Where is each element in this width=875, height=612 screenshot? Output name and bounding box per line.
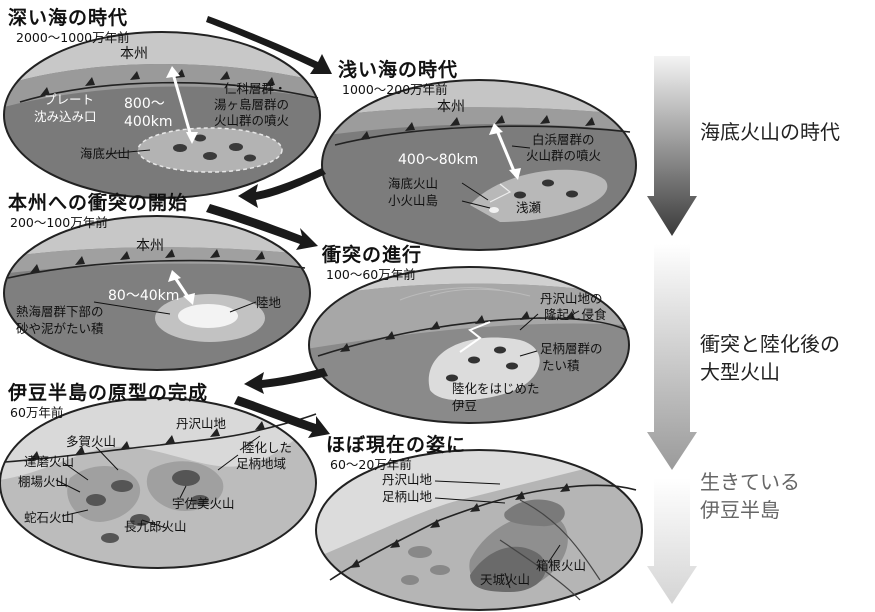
s4-tanzawa-line2: 隆起と侵食: [544, 307, 607, 322]
stage2-labels: 本州 400〜80km 白浜層群の 火山群の噴火 海底火山 小火山島 浅瀬: [388, 99, 602, 215]
era-arrow-2: [647, 244, 697, 470]
era-arrows: [647, 56, 697, 604]
stage5-labels: 丹沢山地 多賀火山 達磨火山 棚場火山 蛇石火山 陸化した 足柄地域 宇佐美火山…: [18, 416, 292, 534]
arrow-to-progress: [206, 204, 318, 250]
stage4-title: 衝突の進行: [322, 244, 423, 266]
s5-chokuro: 長九郎火山: [124, 519, 187, 534]
stage6-ellipse: [315, 449, 643, 611]
s5-tanaba: 棚場火山: [18, 474, 68, 489]
era2-line2: 大型火山: [700, 360, 780, 384]
s5-jaishi: 蛇石火山: [24, 510, 74, 525]
transition-arrows: [206, 16, 332, 438]
stage3-date: 200〜100万年前: [10, 215, 108, 230]
era2-line1: 衝突と陸化後の: [700, 332, 840, 356]
s1-volcano-line1: 仁科層群・: [224, 81, 287, 96]
s2-distance: 400〜80km: [398, 152, 478, 168]
era3-caption: 生きている 伊豆半島: [700, 468, 800, 524]
s5-usami: 宇佐美火山: [172, 496, 235, 511]
era-arrow-1: [647, 56, 697, 236]
era-arrow-3: [647, 478, 697, 604]
era3-line2: 伊豆半島: [700, 498, 780, 522]
stage4-labels: 丹沢山地の 隆起と侵食 足柄層群の たい積 陸化をはじめた 伊豆: [452, 291, 607, 413]
s4-izu-line1: 陸化をはじめた: [452, 381, 540, 396]
s5-tanzawa: 丹沢山地: [176, 416, 227, 431]
s1-honshu: 本州: [120, 46, 148, 62]
stage6-title: ほぼ現在の姿に: [326, 434, 467, 456]
stage6-labels: 丹沢山地 足柄山地 箱根火山 天城火山: [382, 472, 586, 587]
stage4-date: 100〜60万年前: [326, 267, 416, 282]
s1-seamount: 海底火山: [80, 146, 130, 161]
s1-distance-line2: 400km: [124, 114, 172, 130]
s5-taga: 多賀火山: [66, 434, 116, 449]
s3-sediment-line2: 砂や泥がたい積: [16, 321, 104, 336]
s6-tanzawa: 丹沢山地: [382, 472, 433, 487]
stage2-ellipse: [321, 79, 637, 251]
s2-seamount: 海底火山: [388, 176, 438, 191]
s2-honshu: 本州: [437, 99, 465, 115]
stage1-date: 2000〜1000万年前: [16, 30, 130, 45]
s4-tanzawa-line1: 丹沢山地の: [540, 291, 603, 306]
s4-ashigara-line1: 足柄層群の: [540, 341, 603, 356]
arrow-to-prototype: [244, 368, 328, 394]
s3-honshu: 本州: [136, 238, 164, 254]
s2-shoal: 浅瀬: [516, 200, 542, 215]
era3-line1: 生きている: [700, 470, 800, 494]
arrow-to-collision: [238, 168, 326, 208]
s2-volcano-line1: 白浜層群の: [532, 132, 595, 147]
s3-sediment-line1: 熱海層群下部の: [16, 304, 104, 319]
era1-caption: 海底火山の時代: [700, 118, 840, 146]
stage1-ellipse: [3, 31, 321, 199]
stage5-title: 伊豆半島の原型の完成: [8, 382, 209, 404]
arrow-to-shallow: [206, 16, 332, 74]
stage3-title: 本州への衝突の開始: [8, 192, 189, 214]
s1-distance-line1: 800〜: [124, 96, 165, 112]
s1-volcano-line3: 火山群の噴火: [214, 113, 290, 128]
stage2-date: 1000〜200万年前: [342, 82, 448, 97]
s1-plate-line2: 沈み込み口: [34, 109, 97, 124]
stage1-title: 深い海の時代: [8, 7, 129, 29]
s6-hakone: 箱根火山: [536, 558, 586, 573]
stage3-ellipse: [3, 215, 311, 371]
s4-ashigara-line2: たい積: [542, 358, 580, 373]
s2-volcano-line2: 火山群の噴火: [526, 148, 602, 163]
s1-plate-line1: プレート: [44, 92, 94, 107]
stage5-ellipse: [0, 397, 317, 569]
s5-daruma: 達磨火山: [24, 454, 74, 469]
stage3-labels: 本州 80〜40km 熱海層群下部の 砂や泥がたい積 陸地: [16, 238, 282, 336]
s4-izu-line2: 伊豆: [452, 398, 477, 413]
leader-lines: [55, 145, 561, 589]
stage6-date: 60〜20万年前: [330, 457, 412, 472]
arrow-to-present: [234, 396, 330, 438]
s5-ashigara-line2: 足柄地域: [236, 456, 286, 471]
s5-ashigara-line1: 陸化した: [242, 440, 292, 455]
stage1-labels: 本州 プレート 沈み込み口 800〜 400km 仁科層群・ 湯ヶ島層群の 火山…: [34, 46, 290, 161]
s1-volcano-line2: 湯ヶ島層群の: [214, 97, 289, 112]
era2-caption: 衝突と陸化後の 大型火山: [700, 330, 840, 386]
s3-distance: 80〜40km: [108, 288, 179, 304]
stage2-title: 浅い海の時代: [338, 59, 459, 81]
s6-amagi: 天城火山: [480, 572, 530, 587]
s2-islet: 小火山島: [388, 193, 438, 208]
s6-ashigara: 足柄山地: [382, 489, 433, 504]
stage5-date: 60万年前: [10, 405, 64, 420]
era1-line1: 海底火山の時代: [700, 120, 840, 144]
s3-land: 陸地: [256, 295, 282, 310]
